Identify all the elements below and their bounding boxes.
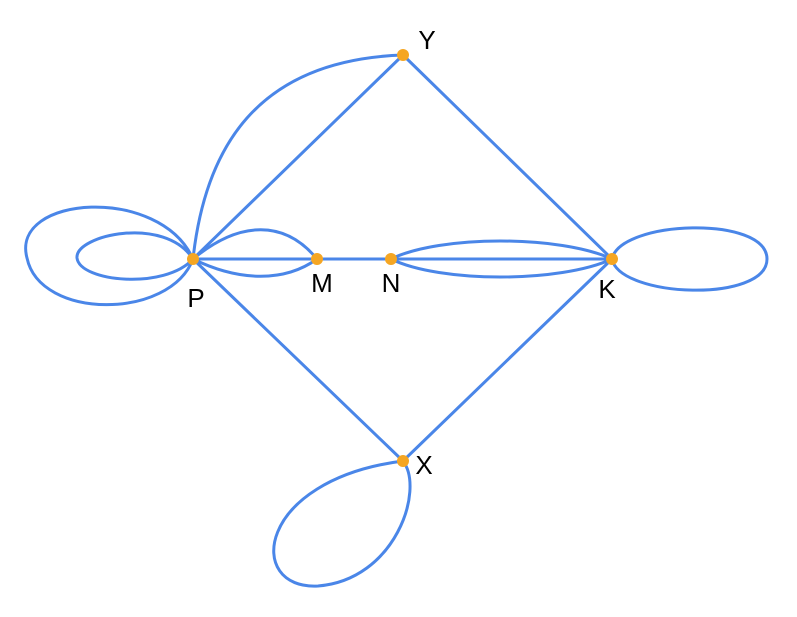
vertex-K xyxy=(606,253,618,265)
edge-X-K-straight xyxy=(401,257,614,463)
vertex-label-X: X xyxy=(415,450,432,480)
edge-P-Y-curved xyxy=(191,53,405,261)
vertex-label-Y: Y xyxy=(418,25,435,55)
edges-layer xyxy=(24,53,769,588)
vertex-label-M: M xyxy=(311,268,333,298)
vertex-P xyxy=(187,253,199,265)
vertex-X xyxy=(397,455,409,467)
vertex-Y xyxy=(397,49,409,61)
edge-P-Y-straight xyxy=(191,53,405,261)
edge-N-K-curved xyxy=(389,239,614,261)
edge-P-M-curved xyxy=(191,257,319,278)
vertex-M xyxy=(311,253,323,265)
edge-N-K-curved xyxy=(389,257,614,279)
edge-P-P-loop xyxy=(75,231,195,281)
edge-P-M-curved xyxy=(191,228,319,261)
vertex-N xyxy=(385,253,397,265)
edge-P-P-loop xyxy=(24,205,195,306)
vertex-label-P: P xyxy=(187,283,204,313)
vertices-layer xyxy=(187,49,618,467)
edge-P-X-straight xyxy=(191,257,405,463)
edge-K-K-loop xyxy=(610,226,769,292)
vertex-label-K: K xyxy=(598,274,616,304)
labels-layer: P M N K Y X xyxy=(187,25,616,480)
edge-Y-K-straight xyxy=(401,53,614,261)
vertex-label-N: N xyxy=(382,268,401,298)
edge-X-X-loop xyxy=(272,459,412,588)
